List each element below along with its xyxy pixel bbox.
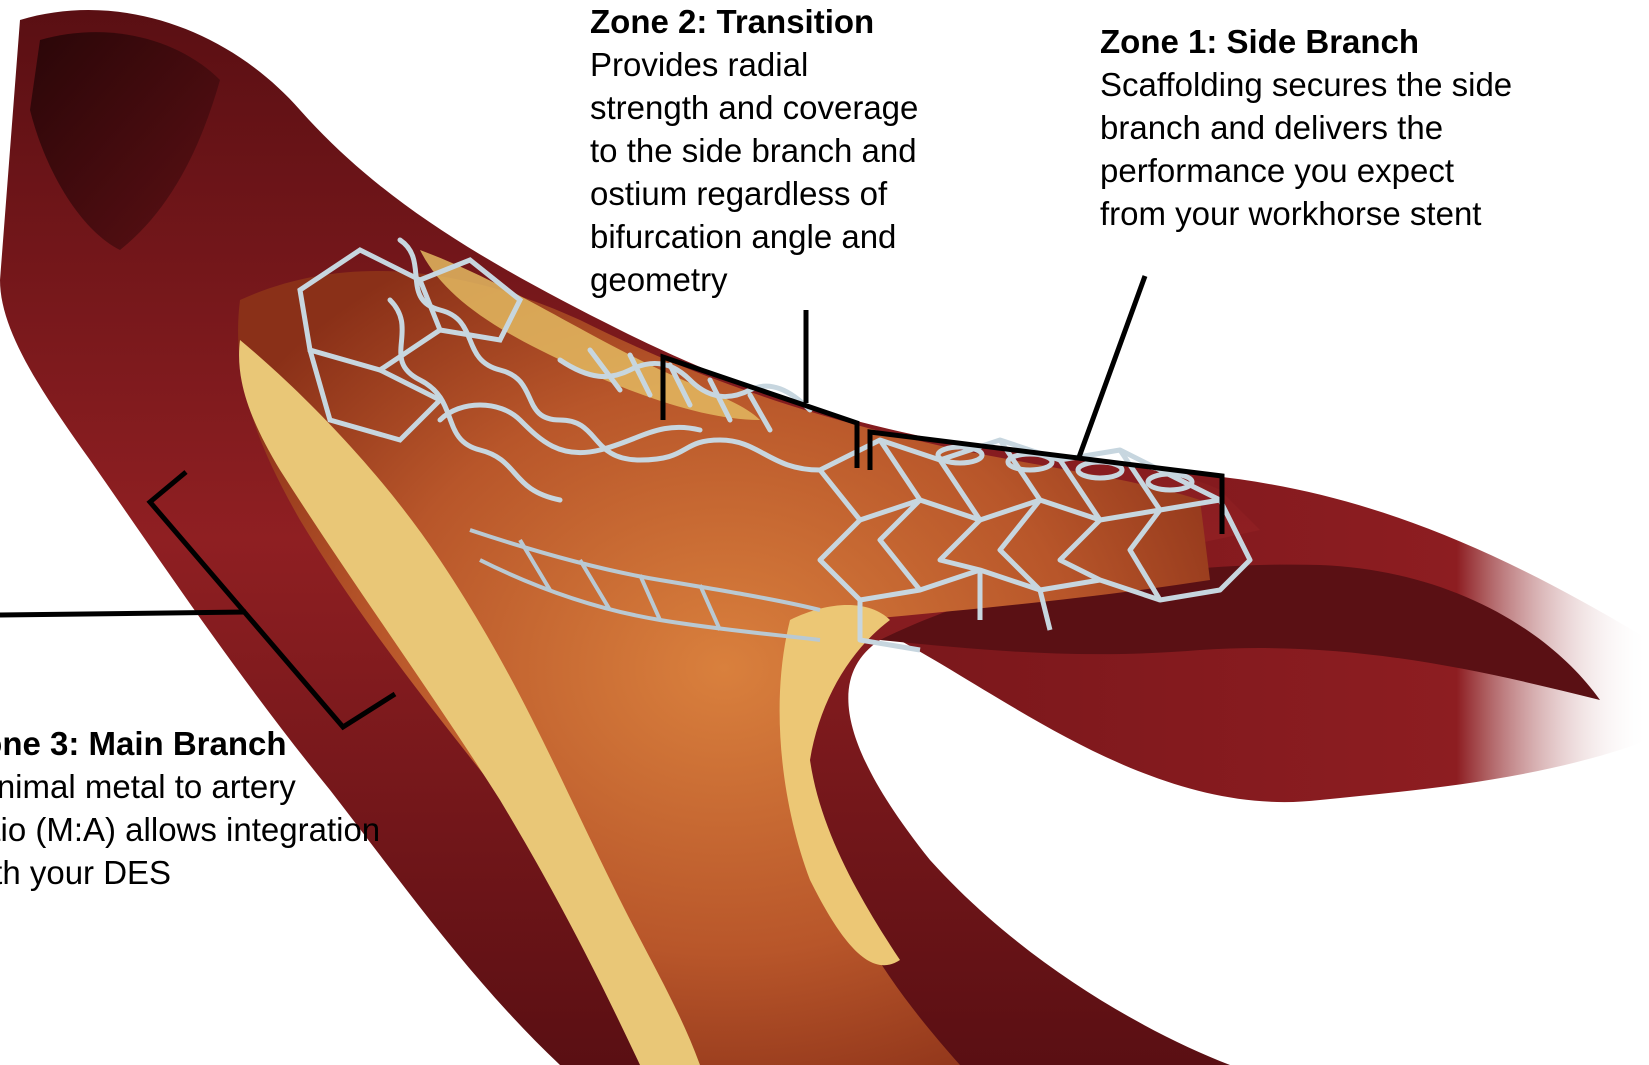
zone2-description: Provides radial strength and coverage to… bbox=[590, 43, 1010, 301]
zone1-label: Zone 1: Side Branch Scaffolding secures … bbox=[1100, 20, 1620, 235]
zone1-description: Scaffolding secures the side branch and … bbox=[1100, 63, 1620, 235]
zone1-title: Zone 1: Side Branch bbox=[1100, 20, 1620, 63]
zone3-description: Minimal metal to artery ratio (M:A) allo… bbox=[0, 765, 482, 894]
zone2-label: Zone 2: Transition Provides radial stren… bbox=[590, 0, 1010, 301]
zone3-title: Zone 3: Main Branch bbox=[0, 722, 482, 765]
zone3-label: Zone 3: Main Branch Minimal metal to art… bbox=[0, 722, 482, 894]
zone2-title: Zone 2: Transition bbox=[590, 0, 1010, 43]
